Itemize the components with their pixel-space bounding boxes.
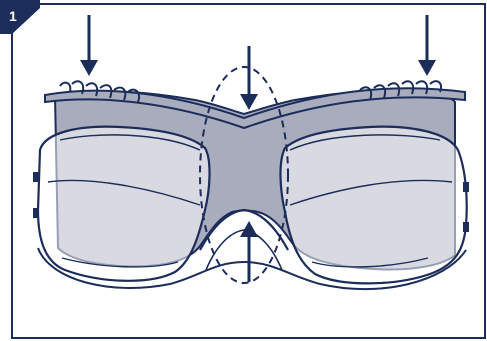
right-side-clip bbox=[463, 182, 469, 192]
left-side-clip bbox=[33, 172, 39, 182]
step-badge-shape bbox=[0, 0, 40, 34]
left-lens bbox=[38, 127, 210, 281]
arrow-down-icon bbox=[80, 15, 98, 76]
right-side-clip-lower bbox=[463, 222, 469, 232]
left-side-clip-lower bbox=[33, 208, 39, 218]
arrow-down-icon bbox=[418, 15, 436, 76]
right-lens bbox=[280, 127, 466, 284]
arrow-down-icon bbox=[240, 46, 258, 110]
step-number: 1 bbox=[9, 8, 17, 24]
